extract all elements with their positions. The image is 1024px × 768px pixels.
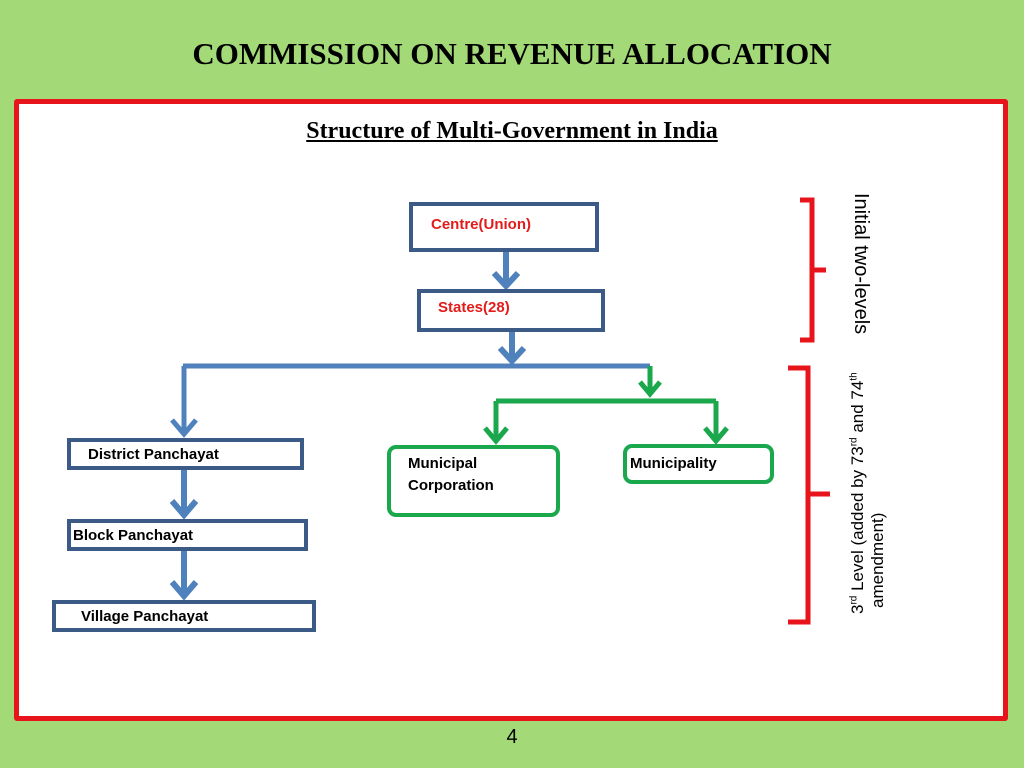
- bracket-initial-levels: [800, 197, 826, 343]
- node-states-label: States(28): [438, 299, 510, 316]
- slide-title: COMMISSION ON REVENUE ALLOCATION: [192, 36, 832, 71]
- urban-branch-line: [483, 366, 729, 445]
- node-centre-label: Centre(Union): [431, 216, 531, 233]
- node-municipal-corporation-label-1: Municipal: [408, 455, 478, 472]
- node-municipality: Municipality: [623, 444, 774, 484]
- node-district-panchayat-label: District Panchayat: [88, 446, 219, 463]
- node-district-panchayat: District Panchayat: [67, 438, 304, 470]
- bracket-third-level: [788, 365, 830, 625]
- node-states: States(28): [417, 289, 605, 332]
- node-village-panchayat: Village Panchayat: [52, 600, 316, 632]
- node-block-panchayat: Block Panchayat: [67, 519, 308, 551]
- node-municipal-corporation: Municipal Corporation: [387, 445, 560, 517]
- page-number: 4: [506, 726, 518, 748]
- node-municipality-label: Municipality: [630, 455, 717, 472]
- arrow-centre-to-states: [491, 252, 521, 291]
- label-third-level: 3rd Level (added by 73rd and 74th amendm…: [848, 372, 887, 614]
- node-village-panchayat-label: Village Panchayat: [81, 608, 209, 625]
- rural-chain-arrows: [169, 470, 199, 601]
- node-centre: Centre(Union): [409, 202, 599, 252]
- branch-line: [170, 363, 650, 438]
- node-block-panchayat-label: Block Panchayat: [73, 527, 194, 544]
- label-initial-two-levels: Initial two-levels: [850, 193, 872, 335]
- diagram-subtitle: Structure of Multi-Government in India: [306, 118, 718, 144]
- arrow-states-to-branch: [497, 332, 527, 366]
- node-municipal-corporation-label-2: Corporation: [408, 477, 494, 494]
